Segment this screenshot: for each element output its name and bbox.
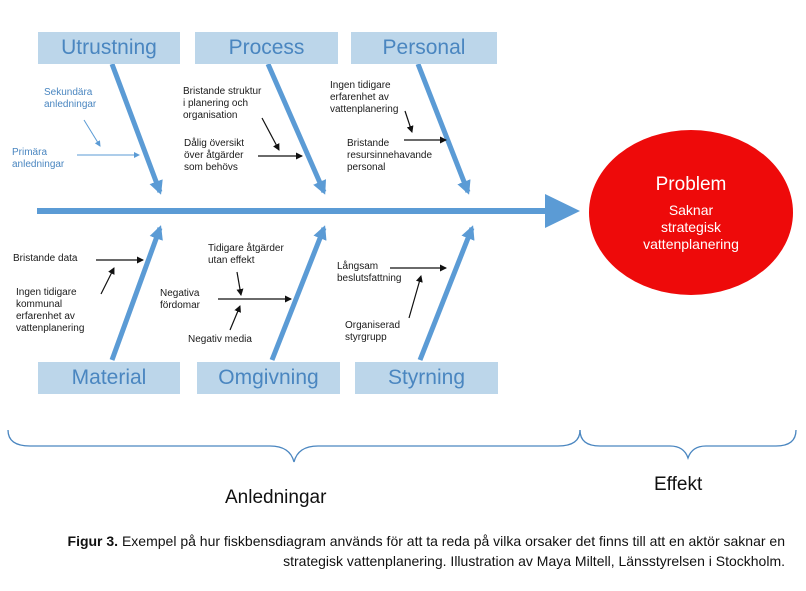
sekundara-label: Sekundära anledningar [44,87,97,110]
category-material: Material [38,362,180,394]
anledningar-label: Anledningar [225,487,327,508]
caption-text: Exempel på hur fiskbensdiagram används f… [118,533,785,569]
personal-cause-2: Bristande resursinnehavande personal [347,138,433,173]
category-utrustning: Utrustning [38,32,180,64]
material-cause-1: Bristande data [13,253,78,264]
spine-arrow [37,194,580,228]
bone-omgivning [269,225,327,361]
styrning-sub-arrow [408,275,423,319]
sekundara-arrow [83,119,101,147]
primara-label: Primära anledningar [12,147,65,170]
omgivning-cause-1: Tidigare åtgärder utan effekt [208,243,284,266]
bone-personal [415,63,471,195]
omgivning-cause-3: Negativ media [188,334,252,345]
bone-utrustning [109,63,163,195]
problem-circle: Problem Saknar strategisk vattenplanerin… [589,130,793,295]
personal-cause-1: Ingen tidigare erfarenhet av vattenplane… [330,80,399,115]
process-cause-2: Dålig översikt över åtgärder som behövs [184,138,245,173]
styrning-cause-1: Långsam beslutsfattning [337,261,402,284]
personal-sub-arrow [404,110,414,133]
bone-styrning [417,225,475,361]
material-sub-arrow [100,267,115,295]
process-sub-arrow [261,117,280,151]
bone-material [109,225,163,361]
material-cause-2: Ingen tidigare kommunal erfarenhet av va… [16,287,85,334]
anledningar-brace [7,429,581,463]
category-process: Process [195,32,338,64]
omgivning-sub-arrow-2 [229,305,241,331]
styrning-cause-2: Organiserad styrgrupp [345,320,401,343]
effekt-brace [579,429,797,461]
effekt-label: Effekt [654,474,703,495]
category-omgivning: Omgivning [197,362,340,394]
omgivning-sub-arrow-1 [236,271,244,296]
problem-title: Problem [655,174,727,195]
figure-caption: Figur 3. Exempel på hur fiskbensdiagram … [40,531,785,571]
problem-text: Saknar strategisk vattenplanering [643,202,739,252]
process-cause-1: Bristande struktur i planering och organ… [183,86,262,121]
bone-process [265,62,327,195]
category-personal: Personal [351,32,497,64]
category-styrning: Styrning [355,362,498,394]
omgivning-cause-2: Negativa fördomar [160,288,201,311]
caption-label: Figur 3. [67,533,119,549]
